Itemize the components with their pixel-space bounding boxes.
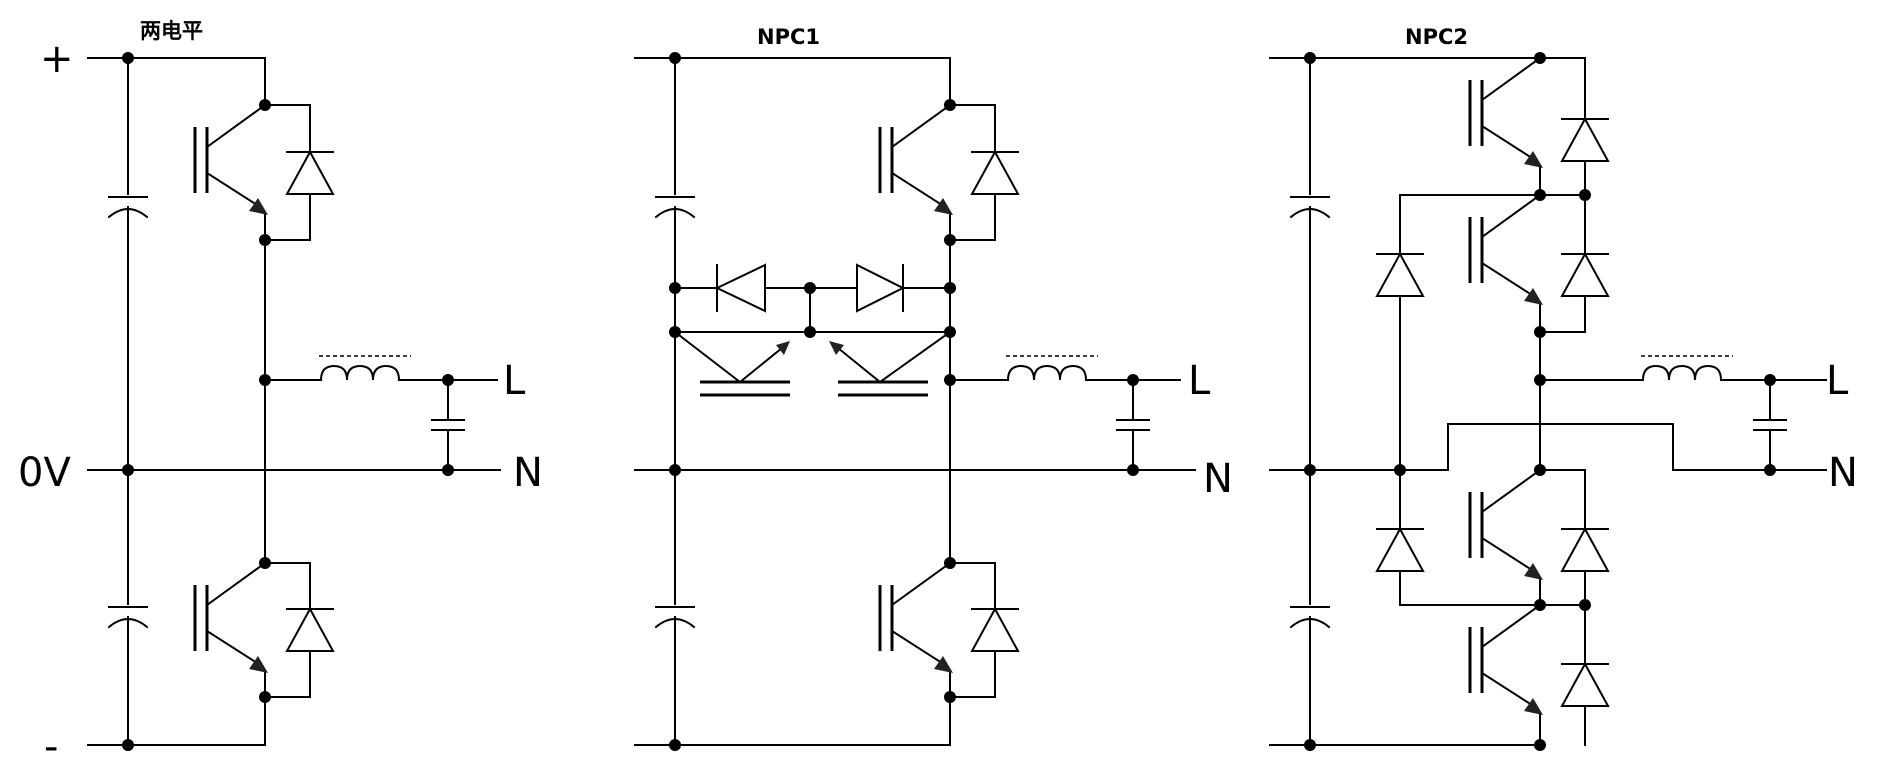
output-inductor [1634, 355, 1742, 381]
clamp-diode-right [809, 263, 951, 313]
terminal-line-label: L [503, 358, 526, 404]
diagram-title: NPC1 [757, 25, 820, 49]
dc-capacitor-bottom [1290, 529, 1330, 701]
diode-bottom-2 [1561, 629, 1609, 741]
terminal-line-label: L [1826, 358, 1849, 404]
igbt-bottom-outer [878, 561, 955, 675]
dc-capacitor-bottom [655, 529, 695, 701]
terminal-negative-label: - [44, 724, 58, 770]
two-level-diagram: 两电平 [18, 19, 543, 770]
npc2-diagram: NPC2 [1269, 25, 1858, 751]
npc1-diagram: NPC1 [634, 25, 1233, 751]
filter-capacitor [1753, 379, 1787, 471]
diode-top [286, 117, 334, 229]
terminal-neutral-label: N [1828, 450, 1858, 496]
igbt-middle-right [829, 330, 952, 397]
diode-top [971, 117, 1019, 229]
diode-bottom [286, 574, 334, 686]
diode-top-1 [1561, 84, 1609, 196]
igbt-bottom [193, 561, 270, 675]
igbt-top-1 [1468, 56, 1545, 170]
diode-top-2 [1561, 219, 1609, 331]
igbt-bottom-2 [1468, 603, 1545, 717]
clamp-diode-left [714, 263, 811, 313]
diagram-title: 两电平 [140, 19, 203, 43]
terminal-midpoint-label: 0V [18, 450, 71, 496]
filter-capacitor [1116, 379, 1150, 471]
filter-capacitor [431, 379, 465, 471]
clamp-diode-bottom [1376, 494, 1424, 606]
dc-capacitor-top [655, 119, 695, 291]
output-inductor [999, 355, 1107, 381]
igbt-top-2 [1468, 193, 1545, 307]
dc-capacitor-top [108, 119, 148, 291]
igbt-bottom-1 [1468, 468, 1545, 582]
terminal-positive-label: + [40, 36, 74, 82]
output-inductor [312, 355, 420, 381]
terminal-line-label: L [1188, 358, 1211, 404]
terminal-neutral-label: N [1203, 456, 1233, 502]
igbt-middle-left [673, 330, 790, 397]
dc-capacitor-top [1290, 119, 1330, 291]
igbt-top [193, 103, 270, 217]
diode-bottom-1 [1561, 494, 1609, 606]
clamp-diode-top [1376, 219, 1424, 331]
diode-bottom [971, 574, 1019, 686]
igbt-top-outer [878, 103, 955, 217]
diagram-title: NPC2 [1405, 25, 1468, 49]
terminal-neutral-label: N [513, 450, 543, 496]
dc-capacitor-bottom [108, 529, 148, 701]
